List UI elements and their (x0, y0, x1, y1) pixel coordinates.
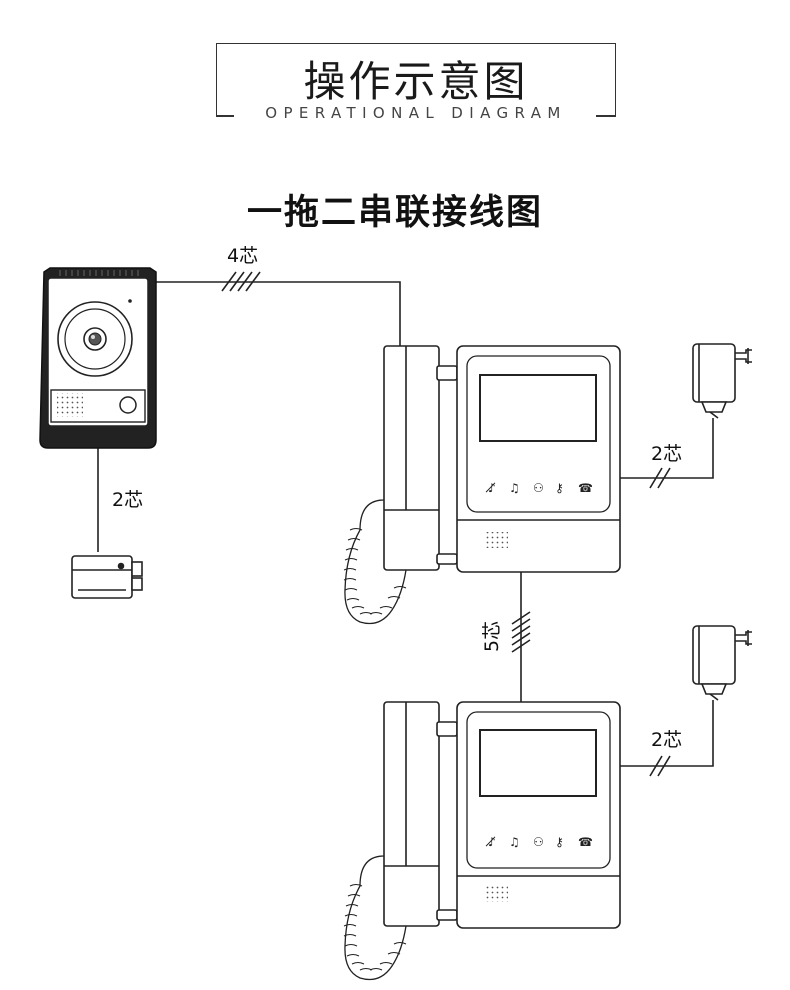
indoor-monitor-icon: ♪̸ ♫ ⚇ ⚷ ☎ (343, 701, 621, 981)
header-divider-left (216, 115, 234, 117)
label-lock-2-core: 2芯 (112, 489, 143, 511)
label-5-core: 5芯 (481, 621, 503, 652)
wire-door-to-monitor (155, 281, 401, 346)
header-frame (216, 43, 616, 115)
monitor-screen (479, 729, 597, 797)
monitor-screen (479, 374, 597, 442)
electric-lock-icon (71, 555, 143, 599)
speaker-grille (57, 393, 83, 417)
monitor-speaker (484, 532, 508, 548)
page-title: 操作示意图 (303, 57, 529, 106)
wire-ticks (221, 271, 671, 777)
door-station-icon (39, 267, 157, 449)
tick-mark (511, 625, 531, 639)
label-monitor2-power-2-core: 2芯 (651, 729, 682, 751)
key-ringtone[interactable]: ♫ (509, 481, 520, 495)
handset-icon (343, 701, 458, 981)
tick-mark (657, 755, 671, 777)
tick-mark (511, 618, 531, 632)
tick-mark (511, 639, 531, 653)
tick-mark (229, 271, 245, 292)
key-intercom[interactable]: ☎ (578, 481, 593, 495)
key-monitor[interactable]: ⚇ (533, 835, 544, 849)
camera-lens-icon (57, 301, 133, 377)
key-unlock[interactable]: ⚷ (555, 481, 564, 495)
tick-mark (237, 271, 253, 292)
monitor-keys: ♪̸ ♫ ⚇ ⚷ ☎ (486, 481, 593, 495)
tick-mark (649, 467, 663, 489)
monitor-keys: ♪̸ ♫ ⚇ ⚷ ☎ (486, 835, 593, 849)
indoor-monitor-icon: ♪̸ ♫ ⚇ ⚷ ☎ (343, 345, 621, 625)
sensor-dot (128, 299, 132, 303)
tick-mark (657, 467, 671, 489)
tick-mark (511, 632, 531, 646)
wire-monitor1-power (620, 418, 714, 479)
key-mute[interactable]: ♪̸ (486, 835, 496, 849)
key-unlock[interactable]: ⚷ (555, 835, 564, 849)
label-monitor1-power-2-core: 2芯 (651, 443, 682, 465)
key-intercom[interactable]: ☎ (578, 835, 593, 849)
tick-mark (649, 755, 663, 777)
wire-monitor2-power (620, 700, 714, 767)
tick-mark (221, 271, 237, 292)
power-adapter-icon (692, 625, 752, 701)
key-ringtone[interactable]: ♫ (509, 835, 520, 849)
label-4-core: 4芯 (227, 245, 258, 267)
page-title-english: OPERATIONAL DIAGRAM (265, 104, 567, 122)
call-button-icon (119, 396, 137, 414)
monitor-speaker (484, 886, 508, 902)
power-adapter-icon (692, 343, 752, 419)
tick-mark (245, 271, 261, 292)
diagram-subtitle: 一拖二串联接线图 (246, 193, 543, 233)
key-monitor[interactable]: ⚇ (533, 481, 544, 495)
tick-mark (511, 611, 531, 625)
handset-icon (343, 345, 458, 625)
key-mute[interactable]: ♪̸ (486, 481, 496, 495)
header-divider-right (596, 115, 616, 117)
